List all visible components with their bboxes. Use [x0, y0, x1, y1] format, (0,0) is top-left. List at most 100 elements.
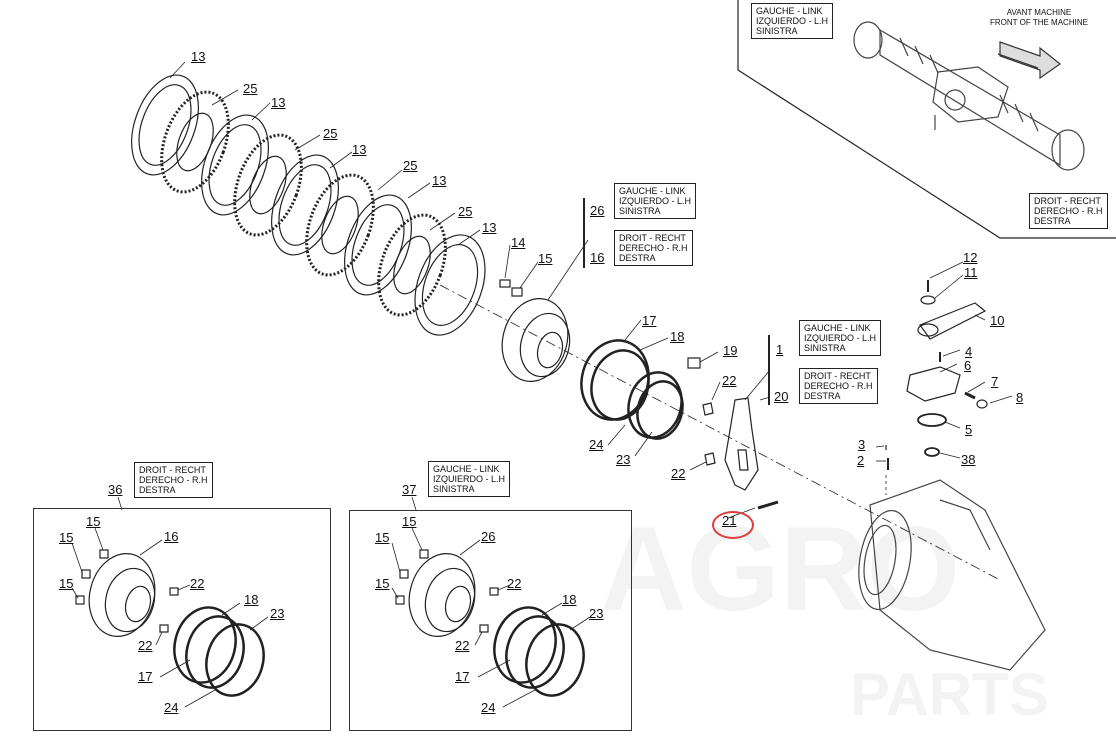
callout-13[interactable]: 13	[473, 214, 496, 235]
callout-15[interactable]: 15	[366, 570, 389, 591]
callout-38[interactable]: 38	[952, 446, 975, 467]
callout-10[interactable]: 10	[981, 307, 1004, 328]
callout-15[interactable]: 15	[529, 245, 552, 266]
callout-18[interactable]: 18	[235, 586, 258, 607]
callout-2[interactable]: 2	[848, 447, 868, 468]
watermark-parts: PARTS	[850, 660, 1049, 729]
axis-centerline	[439, 284, 1001, 581]
callout-22[interactable]: 22	[713, 367, 736, 388]
callout-25[interactable]: 25	[449, 198, 472, 219]
callout-1[interactable]: 1	[776, 342, 784, 357]
pin-14	[499, 279, 511, 288]
callout-18[interactable]: 18	[553, 586, 576, 607]
callout-25[interactable]: 25	[314, 120, 337, 141]
callout-19[interactable]: 19	[714, 337, 737, 358]
callout-22[interactable]: 22	[446, 632, 469, 653]
callout-22[interactable]: 22	[498, 570, 521, 591]
callout-36[interactable]: 36	[99, 476, 122, 497]
callout-13[interactable]: 13	[262, 89, 285, 110]
axle-housing	[858, 479, 1046, 671]
callout-26[interactable]: 26	[472, 523, 495, 544]
seal-ring-17	[580, 339, 650, 421]
callout-17[interactable]: 17	[446, 663, 469, 684]
callout-13[interactable]: 13	[182, 43, 205, 64]
callout-23[interactable]: 23	[261, 600, 284, 621]
callout-24[interactable]: 24	[580, 431, 603, 452]
callout-25[interactable]: 25	[234, 75, 257, 96]
callout-11[interactable]: 11	[955, 259, 978, 280]
callout-22[interactable]: 22	[181, 570, 204, 591]
machine-inset-outline	[737, 0, 1116, 239]
callout-5[interactable]: 5	[956, 416, 976, 437]
callout-21[interactable]: 21	[722, 513, 737, 528]
spring-pin-21	[757, 500, 779, 510]
callout-6[interactable]: 6	[955, 352, 975, 373]
inset-frame-36	[33, 508, 331, 731]
spring-7	[964, 391, 976, 400]
brake-disc-stack	[131, 74, 486, 336]
fork-lever	[724, 397, 759, 491]
inset-37-parts	[395, 549, 585, 697]
callout-16[interactable]: 16	[155, 523, 178, 544]
callout-23[interactable]: 23	[580, 600, 603, 621]
selected-part-highlight	[712, 511, 754, 539]
callout-16[interactable]: 16	[590, 250, 605, 265]
callout-leaders	[169, 61, 1013, 519]
bolt-22a	[704, 452, 716, 466]
callout-13[interactable]: 13	[343, 136, 366, 157]
callout-15[interactable]: 15	[366, 524, 389, 545]
callout-37[interactable]: 37	[393, 476, 416, 497]
callout-20[interactable]: 20	[774, 389, 789, 404]
callout-26[interactable]: 26	[590, 203, 605, 218]
callout-7[interactable]: 7	[982, 368, 1002, 389]
callout-17[interactable]: 17	[129, 663, 152, 684]
callout-15[interactable]: 15	[50, 524, 73, 545]
callout-3[interactable]: 3	[849, 431, 869, 452]
cam-6	[906, 366, 961, 402]
callout-22[interactable]: 22	[662, 460, 685, 481]
seal-ring-18	[590, 349, 650, 421]
washer-11	[920, 295, 936, 305]
plug-8	[976, 399, 988, 409]
callout-18[interactable]: 18	[661, 323, 684, 344]
bushing-19	[687, 357, 701, 369]
callout-15[interactable]: 15	[393, 508, 416, 529]
callout-22[interactable]: 22	[129, 632, 152, 653]
seal-ring-23	[636, 380, 684, 440]
inset-frame-37	[349, 510, 632, 731]
axle-assembly-icon	[853, 21, 1085, 171]
callout-4[interactable]: 4	[956, 338, 976, 359]
callout-24[interactable]: 24	[472, 694, 495, 715]
piston-housing	[501, 297, 571, 383]
inset-leaders	[71, 496, 591, 708]
inset-36-parts	[75, 549, 265, 697]
callout-12[interactable]: 12	[954, 244, 977, 265]
callout-13[interactable]: 13	[423, 167, 446, 188]
callout-15[interactable]: 15	[50, 570, 73, 591]
callout-8[interactable]: 8	[1007, 384, 1027, 405]
callout-25[interactable]: 25	[394, 152, 417, 173]
callout-17[interactable]: 17	[633, 307, 656, 328]
seal-ring-24	[627, 371, 683, 439]
oring-5	[917, 413, 947, 427]
oring-38	[924, 447, 940, 457]
lever-10	[919, 302, 987, 340]
callout-14[interactable]: 14	[502, 229, 525, 250]
callout-24[interactable]: 24	[155, 694, 178, 715]
callout-15[interactable]: 15	[77, 508, 100, 529]
watermark-agro: AGRO	[600, 500, 960, 638]
callout-23[interactable]: 23	[607, 446, 630, 467]
bolt-22b	[702, 402, 714, 416]
pin-15	[511, 287, 523, 297]
